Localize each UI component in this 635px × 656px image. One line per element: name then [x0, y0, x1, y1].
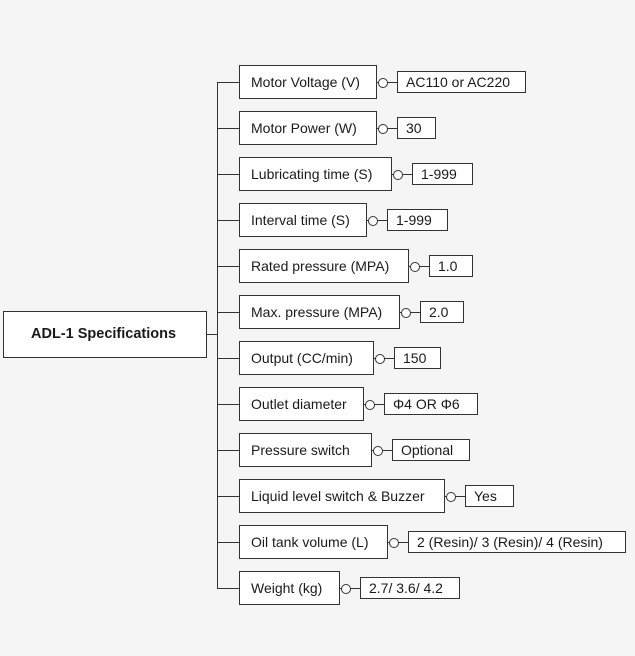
connector-node — [378, 78, 388, 88]
branch-connector — [217, 220, 239, 221]
connector-node — [368, 216, 378, 226]
spec-value: 2 (Resin)/ 3 (Resin)/ 4 (Resin) — [417, 534, 603, 550]
connector-node — [365, 400, 375, 410]
spec-label: Interval time (S) — [251, 212, 350, 228]
spec-value: 1.0 — [438, 258, 458, 274]
spec-value: 2.7/ 3.6/ 4.2 — [369, 580, 443, 596]
spec-label: Motor Voltage (V) — [251, 74, 360, 90]
spec-label: Max. pressure (MPA) — [251, 304, 383, 320]
spec-label: Lubricating time (S) — [251, 166, 373, 182]
spec-value-box: 2 (Resin)/ 3 (Resin)/ 4 (Resin) — [408, 531, 626, 553]
spec-label: Oil tank volume (L) — [251, 534, 369, 550]
connector-node — [373, 446, 383, 456]
spec-label-box: Output (CC/min) — [239, 341, 374, 375]
spec-label: Motor Power (W) — [251, 120, 357, 136]
connector-node — [393, 170, 403, 180]
spec-label-box: Oil tank volume (L) — [239, 525, 388, 559]
connector-node — [389, 538, 399, 548]
spec-value-box: 2.7/ 3.6/ 4.2 — [360, 577, 460, 599]
spec-value-box: Optional — [392, 439, 470, 461]
root-connector — [207, 334, 217, 335]
spec-value-box: 2.0 — [420, 301, 464, 323]
spec-value: 30 — [406, 120, 422, 136]
branch-connector — [217, 542, 239, 543]
spec-label-box: Motor Voltage (V) — [239, 65, 377, 99]
spine-connector — [217, 82, 218, 588]
branch-connector — [217, 312, 239, 313]
spec-label-box: Outlet diameter — [239, 387, 364, 421]
spec-value-box: Yes — [465, 485, 514, 507]
spec-label-box: Lubricating time (S) — [239, 157, 392, 191]
spec-value: Optional — [401, 442, 454, 458]
spec-label-box: Liquid level switch & Buzzer — [239, 479, 445, 513]
spec-label-box: Interval time (S) — [239, 203, 367, 237]
spec-value: Φ4 OR Φ6 — [393, 396, 460, 412]
spec-value: 1-999 — [421, 166, 457, 182]
spec-label-box: Motor Power (W) — [239, 111, 377, 145]
spec-value: 2.0 — [429, 304, 449, 320]
spec-value-box: 1-999 — [387, 209, 448, 231]
spec-value: AC110 or AC220 — [406, 74, 511, 90]
connector-node — [410, 262, 420, 272]
branch-connector — [217, 174, 239, 175]
spec-value: 1-999 — [396, 212, 432, 228]
connector-node — [341, 584, 351, 594]
spec-value-box: AC110 or AC220 — [397, 71, 526, 93]
branch-connector — [217, 266, 239, 267]
spec-label-box: Pressure switch — [239, 433, 372, 467]
root-label: ADL-1 Specifications — [31, 326, 177, 343]
spec-label: Outlet diameter — [251, 396, 347, 412]
spec-value-box: Φ4 OR Φ6 — [384, 393, 478, 415]
branch-connector — [217, 358, 239, 359]
spec-label: Weight (kg) — [251, 580, 323, 596]
branch-connector — [217, 450, 239, 451]
spec-label: Output (CC/min) — [251, 350, 353, 366]
spec-value: 150 — [403, 350, 427, 366]
connector-node — [378, 124, 388, 134]
spec-label: Liquid level switch & Buzzer — [251, 488, 425, 504]
spec-value: Yes — [474, 488, 497, 504]
branch-connector — [217, 496, 239, 497]
spec-label-box: Rated pressure (MPA) — [239, 249, 409, 283]
spec-label: Pressure switch — [251, 442, 350, 458]
spec-label-box: Max. pressure (MPA) — [239, 295, 400, 329]
spec-label-box: Weight (kg) — [239, 571, 340, 605]
spec-value-box: 30 — [397, 117, 436, 139]
branch-connector — [217, 588, 239, 589]
connector-node — [401, 308, 411, 318]
spec-value-box: 1.0 — [429, 255, 473, 277]
branch-connector — [217, 128, 239, 129]
branch-connector — [217, 404, 239, 405]
connector-node — [375, 354, 385, 364]
branch-connector — [217, 82, 239, 83]
connector-node — [446, 492, 456, 502]
root-node: ADL-1 Specifications — [3, 311, 207, 358]
spec-label: Rated pressure (MPA) — [251, 258, 390, 274]
spec-value-box: 1-999 — [412, 163, 473, 185]
spec-value-box: 150 — [394, 347, 441, 369]
